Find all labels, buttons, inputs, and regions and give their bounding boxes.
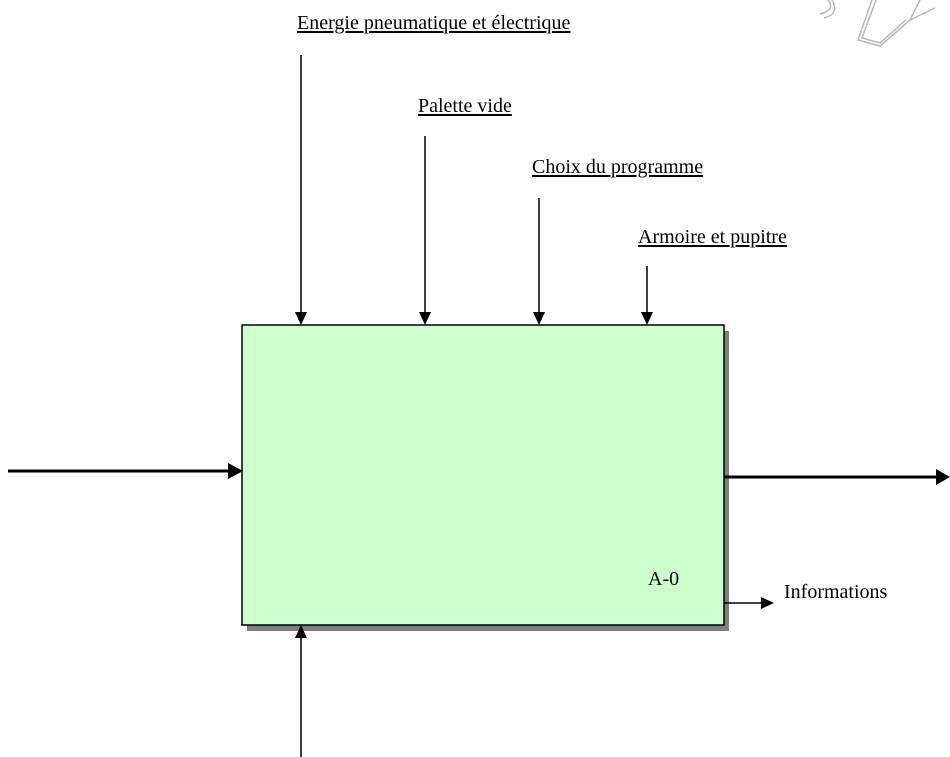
input-arrow xyxy=(8,463,243,479)
control-label-energy: Energie pneumatique et électrique xyxy=(297,12,571,34)
mechanism-arrow xyxy=(295,625,307,757)
corner-sketch xyxy=(819,0,936,47)
control-arrow-energy xyxy=(295,55,307,325)
activity-box-label: A-0 xyxy=(648,568,680,590)
control-arrow-armoire xyxy=(641,266,653,325)
control-label-choix: Choix du programme xyxy=(532,156,704,178)
activity-box xyxy=(241,324,725,626)
output-arrow-main xyxy=(724,469,950,485)
output-arrow-informations xyxy=(724,597,774,609)
control-label-armoire: Armoire et pupitre xyxy=(638,226,787,248)
output-label-informations: Informations xyxy=(784,581,888,603)
control-label-palette: Palette vide xyxy=(418,95,512,117)
control-arrow-choix xyxy=(533,198,545,325)
control-arrow-palette xyxy=(419,136,431,325)
